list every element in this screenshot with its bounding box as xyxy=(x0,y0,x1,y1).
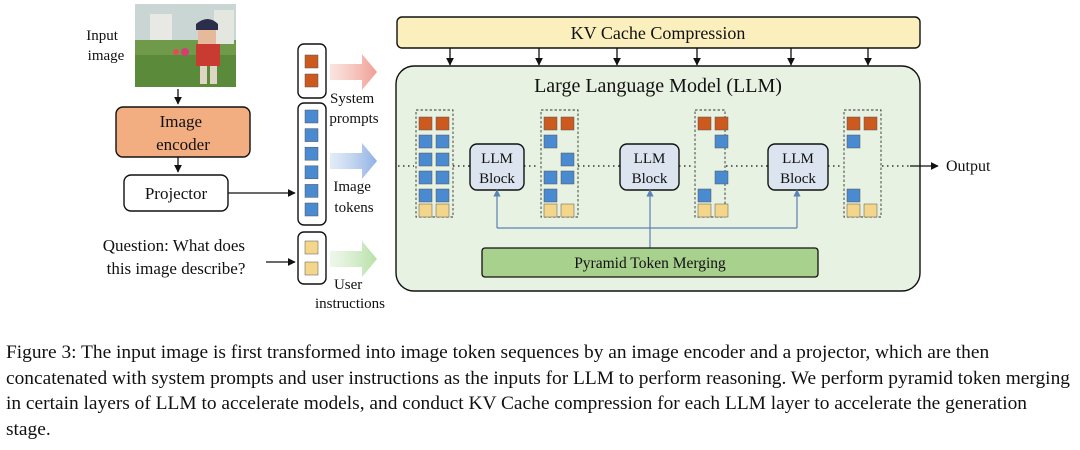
token xyxy=(418,188,433,203)
image-token xyxy=(304,165,319,180)
image-encoder-label: Image encoder xyxy=(156,112,210,154)
image-encoder-box xyxy=(115,106,251,158)
llm-block-label-line2: Block xyxy=(479,171,515,187)
image-tokens-label-line2: tokens xyxy=(334,200,373,216)
llm-block-label-line1: LLM xyxy=(634,151,666,167)
token-stack-border xyxy=(843,109,882,218)
token xyxy=(418,116,433,131)
image-token xyxy=(304,146,319,161)
input-image-label-line2: image xyxy=(88,48,125,64)
token xyxy=(560,152,575,167)
system-prompts-label-line2: prompts xyxy=(329,111,378,127)
user-instructions-label: User instructions xyxy=(315,277,385,312)
image-token xyxy=(304,184,319,198)
image-token xyxy=(304,109,319,124)
token xyxy=(543,203,558,218)
token xyxy=(543,134,558,149)
image-encoder-label-line2: encoder xyxy=(156,135,210,154)
token xyxy=(418,203,433,218)
llm-block-label-line2: Block xyxy=(632,171,668,187)
token xyxy=(435,152,450,167)
pyramid-token-merging-label: Pyramid Token Merging xyxy=(574,255,726,272)
system-arrow xyxy=(330,54,377,90)
token-stack-3 xyxy=(694,109,729,218)
pyramid-token-merging-box xyxy=(481,247,819,278)
token xyxy=(846,134,861,149)
token xyxy=(560,203,575,218)
token xyxy=(435,203,450,218)
llm-token-stacks xyxy=(415,109,882,218)
user-instructions-label-line2: instructions xyxy=(315,296,385,312)
token xyxy=(714,116,729,131)
llm-block-3: LLM Block xyxy=(767,143,829,191)
token xyxy=(697,188,712,203)
token xyxy=(435,134,450,149)
kv-cache-compression-box xyxy=(396,16,921,49)
token-stack-4 xyxy=(843,109,882,218)
instruction-arrow xyxy=(330,241,377,277)
question-text: Question: What does this image describe? xyxy=(103,236,250,278)
user-instructions-label-line1: User xyxy=(334,277,362,293)
image-token xyxy=(304,128,319,142)
token xyxy=(714,203,729,218)
system-prompts-label: System prompts xyxy=(329,91,378,127)
question-text-line1: Question: What does xyxy=(103,236,245,255)
token xyxy=(714,170,729,185)
token xyxy=(543,170,558,185)
image-token-column xyxy=(297,102,327,226)
token xyxy=(697,116,712,131)
input-photo xyxy=(135,4,236,87)
token xyxy=(697,203,712,218)
question-text-line2: this image describe? xyxy=(107,259,246,278)
token xyxy=(418,152,433,167)
system-prompts-label-line1: System xyxy=(330,91,375,107)
token xyxy=(846,116,861,131)
token xyxy=(846,203,861,218)
token xyxy=(560,170,575,185)
token xyxy=(560,116,575,131)
token xyxy=(714,134,729,149)
token xyxy=(435,116,450,131)
image-tokens-label-line1: Image xyxy=(333,179,371,195)
image-token xyxy=(304,202,319,217)
kv-cache-compression-label: KV Cache Compression xyxy=(571,23,746,43)
token xyxy=(543,188,558,203)
image-arrow xyxy=(330,143,377,179)
llm-block-1: LLM Block xyxy=(469,143,525,191)
kv-cache-arrows xyxy=(446,48,872,66)
llm-block-label-line2: Block xyxy=(780,171,816,187)
token-stack-2 xyxy=(540,109,579,218)
token xyxy=(846,188,861,203)
llm-block-label-line1: LLM xyxy=(782,151,814,167)
token xyxy=(435,170,450,185)
projector-label: Projector xyxy=(145,184,208,203)
input-image-label-line1: Input xyxy=(86,28,118,44)
token xyxy=(418,134,433,149)
token-stack-border xyxy=(415,109,454,218)
llm-title: Large Language Model (LLM) xyxy=(534,75,782,97)
llm-block-2: LLM Block xyxy=(619,143,680,191)
llm-flow: LLM Block LLM Block LLM Block xyxy=(398,143,939,191)
token xyxy=(543,116,558,131)
token-stack-border xyxy=(540,109,579,218)
image-tokens-label: Image tokens xyxy=(333,179,374,216)
architecture-diagram: Input image Image encoder Projector Ques… xyxy=(86,4,991,312)
instruction-token-column xyxy=(297,231,327,285)
llm-block-label-line1: LLM xyxy=(481,151,513,167)
token xyxy=(863,203,878,218)
token-stack-border xyxy=(694,109,726,218)
output-label: Output xyxy=(946,158,991,175)
token-stack-1 xyxy=(415,109,454,218)
input-image-label: Input image xyxy=(86,28,124,64)
system-token-column xyxy=(297,43,327,99)
token xyxy=(863,116,878,131)
image-encoder-label-line1: Image xyxy=(160,112,202,131)
token xyxy=(435,188,450,203)
token xyxy=(418,170,433,185)
figure-caption: Figure 3: The input image is first trans… xyxy=(6,342,1070,440)
